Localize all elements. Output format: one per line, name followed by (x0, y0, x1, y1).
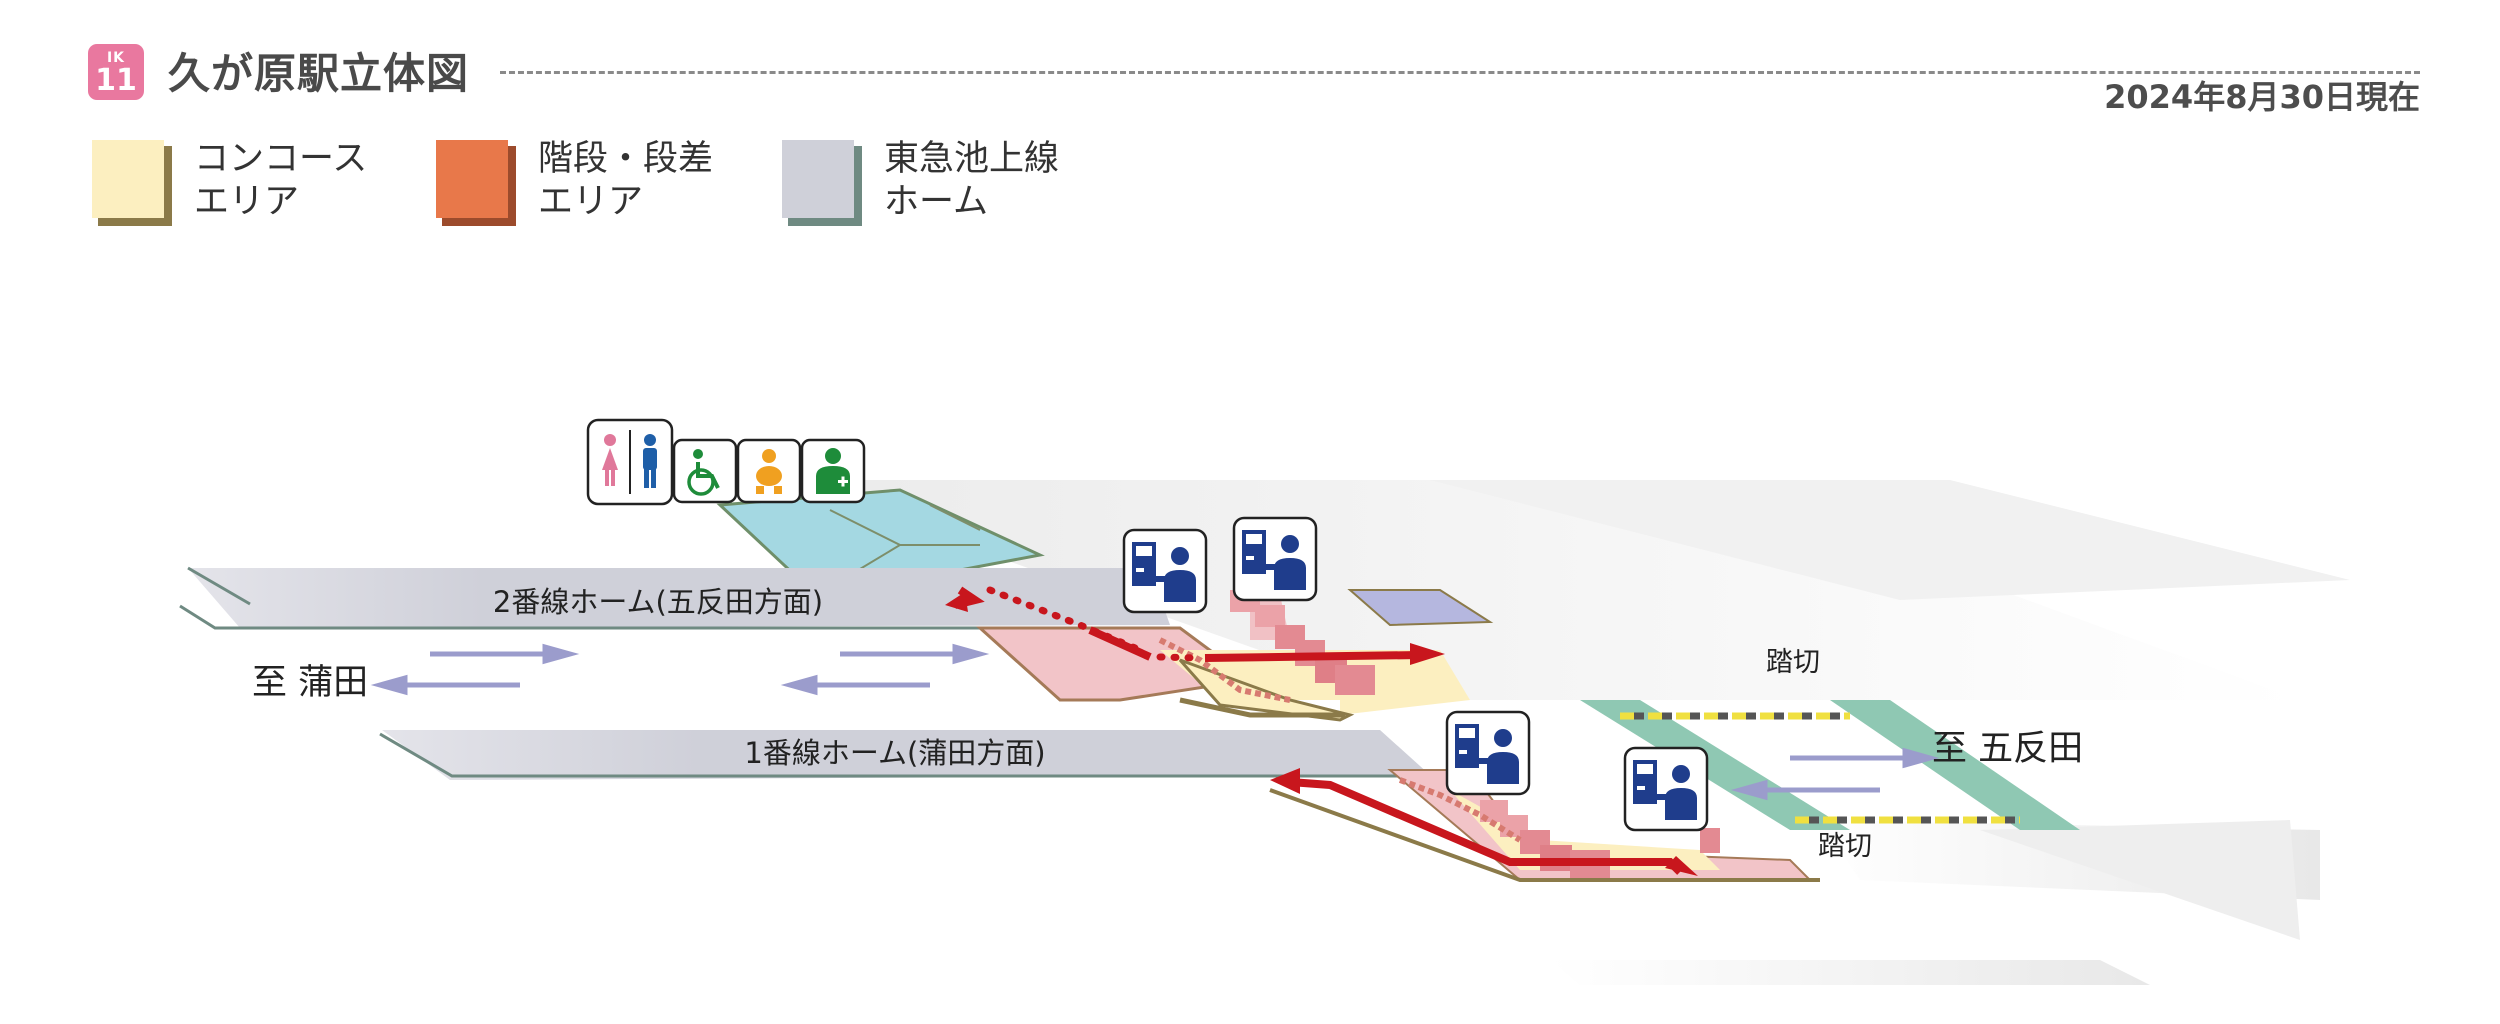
title-divider (500, 71, 2420, 74)
direction-gotanda: 至 五反田 (1932, 729, 2083, 769)
station-number-badge: IK 11 (88, 44, 144, 100)
legend-label-stairs: 階段・段差エリア (538, 139, 714, 222)
legend-swatch-platform (782, 140, 862, 226)
legend-label-concourse: コンコースエリア (194, 139, 368, 222)
ticket-gate-icon (1445, 710, 1531, 796)
crossing-label-bottom: 踏切 (1818, 831, 1872, 862)
ticket-gate-icon (1623, 746, 1709, 832)
ticket-gate-icon (1122, 528, 1208, 614)
crossing-label-top: 踏切 (1766, 647, 1820, 678)
platform-1 (379, 730, 1430, 780)
legend-label-platform: 東急池上線ホーム (884, 139, 1060, 222)
ticket-gate-icon (1232, 516, 1318, 602)
direction-kamata: 至 蒲田 (252, 663, 368, 703)
legend-swatch-stairs (436, 140, 516, 226)
line-code: IK (106, 50, 126, 66)
as-of-date: 2024年8月30日現在 (2104, 78, 2420, 116)
platform-2 (179, 566, 1170, 630)
barrier-free-route (945, 586, 1698, 876)
platform-1-label: 1番線ホーム(蒲田方面) (744, 736, 1045, 770)
train-direction-arrows (370, 643, 1940, 801)
restroom-icon (586, 418, 674, 506)
level-crossing (1580, 700, 2080, 830)
legend-swatch-concourse (92, 140, 172, 226)
platform-2-label: 2番線ホーム(五反田方面) (493, 585, 823, 619)
page-title: 久が原駅立体図 (168, 49, 470, 98)
baby-care-icon (736, 438, 802, 504)
station-number: 11 (95, 63, 137, 98)
wheelchair-icon (672, 438, 738, 504)
ostomate-icon (800, 438, 866, 504)
